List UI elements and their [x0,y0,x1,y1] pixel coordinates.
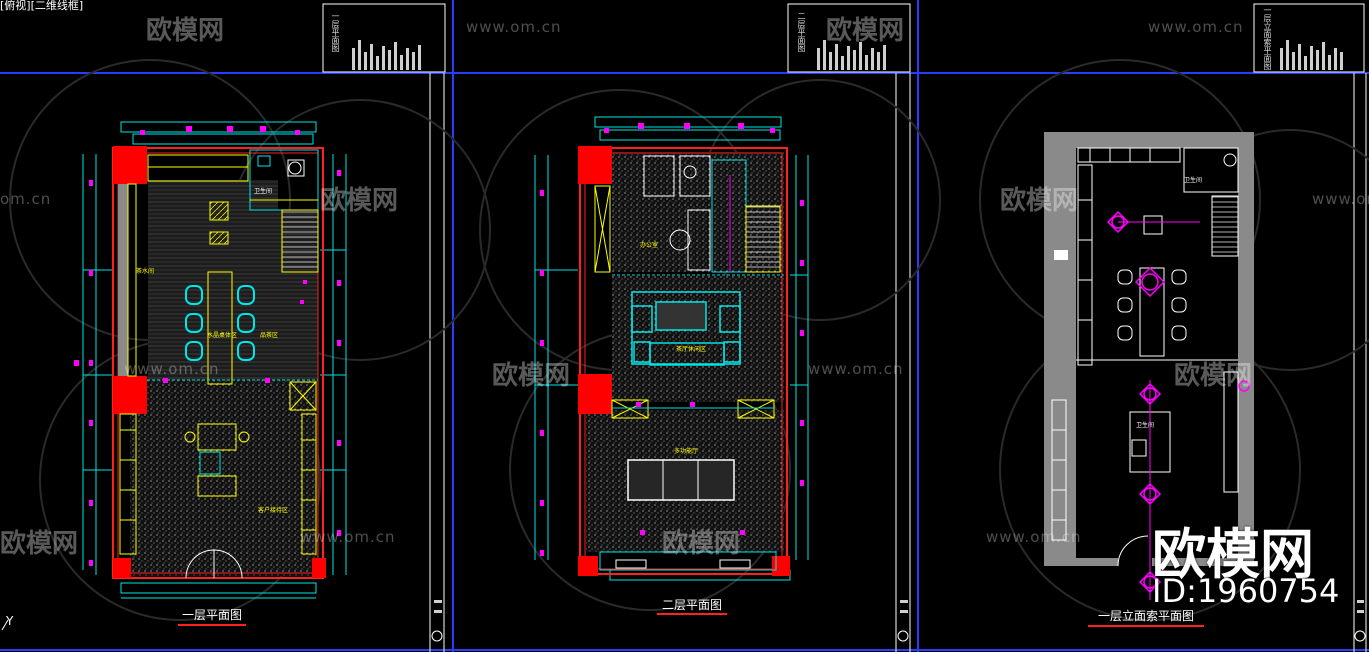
title-block-label-3: 一层立面索平面图 [1263,6,1272,70]
room-label: 卫生间 [1184,177,1203,184]
ucs-icon [1,619,9,631]
drawing-title-1: 一层平面图 [181,608,242,622]
drawing-title-2: 二层平面图 [661,598,722,612]
room-label: 卫生间 [254,188,273,195]
viewport-label[interactable]: [俯视][二维线框] [0,0,84,12]
room-label: 多功能厅 [674,448,699,455]
watermark-url: www.om.cn [986,528,1082,546]
room-label: 水晶桌体区 [207,332,238,339]
watermark-url: www.om.cn [1148,18,1244,36]
watermark-brand: 欧模网 [320,186,399,216]
room-label: 茶水间 [136,268,155,275]
watermark-brand: 欧模网 [662,529,741,559]
watermark-id: ID:1960754 [1152,572,1340,610]
room-label: 茶厅休闲区 [676,346,707,353]
watermark-url-partial: om.cn [0,190,52,208]
drawing-title-3: 一层立面索平面图 [1097,609,1194,623]
watermark-brand: 欧模网 [1000,186,1079,216]
room-label: 品茶区 [260,332,279,339]
watermark-url: www.om.cn [1312,190,1369,208]
room-label: 办公室 [640,242,659,249]
watermark-brand-large: 欧模网 [1152,523,1314,586]
plan-2-floor [534,116,809,581]
ucs-axis-label: Y [6,614,14,628]
watermark-brand: 欧模网 [146,16,225,46]
watermark-url: www.om.cn [808,360,904,378]
title-block-label-1: 一层平面图 [331,12,340,52]
title-block-bars [352,40,1366,642]
title-block-label-2: 二层平面图 [797,12,806,52]
plan-3-floor [1044,132,1254,600]
watermark-brand: 欧模网 [826,16,905,46]
watermark-brand: 欧模网 [0,529,79,559]
room-label: 客户接待区 [258,507,289,514]
room-label: 卫生间 [1136,422,1155,429]
watermark-brand: 欧模网 [1174,361,1253,391]
plan-1-floor [74,121,347,599]
watermark-url: www.om.cn [466,18,562,36]
watermark-url: www.om.cn [124,360,220,378]
watermark-brand: 欧模网 [492,361,571,391]
watermark-url: www.om.cn [300,528,396,546]
